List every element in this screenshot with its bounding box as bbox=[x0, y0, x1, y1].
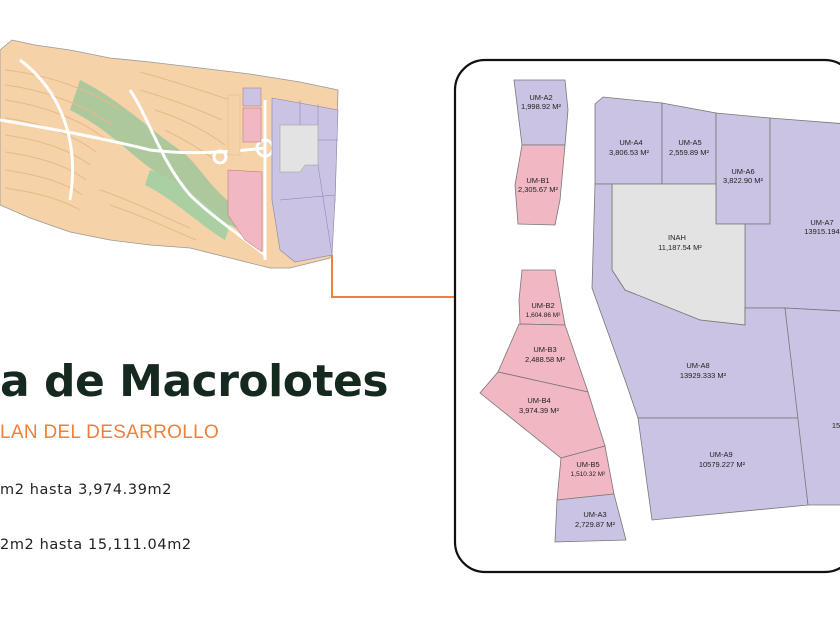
lot-um-b1 bbox=[514, 144, 566, 226]
lot-um-a9-code: UM-A9 bbox=[709, 450, 732, 459]
lot-um-a4-area: 3,806.53 M² bbox=[609, 148, 650, 157]
green-area-lower bbox=[145, 170, 230, 240]
lot-um-a8-area: 13929.333 M² bbox=[680, 371, 727, 380]
lot-um-a6-code: UM-A6 bbox=[731, 167, 754, 176]
lot-um-a2 bbox=[513, 79, 569, 146]
lot-partial-right bbox=[784, 307, 840, 506]
commercial-lots bbox=[227, 87, 263, 253]
lot-um-a5-area: 2,559.89 M² bbox=[669, 148, 710, 157]
lot-um-b3-area: 2,488.58 M² bbox=[525, 355, 566, 364]
lot-um-b1-code: UM-B1 bbox=[526, 176, 549, 185]
lot-um-a3-area: 2,729.87 M² bbox=[575, 520, 616, 529]
roundabout-2 bbox=[212, 149, 228, 165]
lot-um-b5-code: UM-B5 bbox=[576, 460, 599, 469]
lot-um-a2-area: 1,998.92 M² bbox=[521, 102, 562, 111]
lot-um-b4-area: 3,974.39 M² bbox=[519, 406, 560, 415]
lot-um-b1-area: 2,305.67 M² bbox=[518, 185, 559, 194]
lot-um-a8-code: UM-A8 bbox=[686, 361, 709, 370]
lot-inah-area: 11,187.54 M² bbox=[658, 243, 702, 252]
connector-line bbox=[331, 255, 465, 298]
lot-um-a5-code: UM-A5 bbox=[678, 138, 701, 147]
lot-um-b5-area: 1,510.32 M² bbox=[571, 471, 607, 478]
macrolote-dividers bbox=[279, 100, 338, 256]
lot-um-a9-area: 10579.227 M² bbox=[699, 460, 746, 469]
lot-um-a3-code: UM-A3 bbox=[583, 510, 606, 519]
range-mixed: 2m2 hasta 15,111.04m2 bbox=[0, 537, 192, 553]
page-subtitle: LAN DEL DESARROLLO bbox=[0, 422, 220, 443]
green-corridor bbox=[70, 80, 240, 230]
range-commercial: m2 hasta 3,974.39m2 bbox=[0, 482, 173, 498]
lot-um-a7-area: 13915.194 bbox=[804, 227, 839, 236]
lot-um-b2-area: 1,604.86 M² bbox=[526, 312, 562, 319]
lot-um-a2-code: UM-A2 bbox=[529, 93, 552, 102]
page-title: a de Macrolotes bbox=[0, 356, 389, 407]
lot-um-b2-code: UM-B2 bbox=[531, 301, 554, 310]
master-plan-overview bbox=[0, 39, 339, 269]
lot-um-a8 bbox=[591, 183, 801, 419]
residential-block-right bbox=[227, 94, 241, 156]
lot-partial-area: 15 bbox=[832, 421, 840, 430]
lot-um-a7-code: UM-A7 bbox=[810, 218, 833, 227]
lot-inah-code: INAH bbox=[668, 233, 686, 242]
lot-um-a9 bbox=[637, 417, 809, 521]
lot-um-b4-code: UM-B4 bbox=[527, 396, 550, 405]
lot-um-b3-code: UM-B3 bbox=[533, 345, 556, 354]
lot-um-a4-code: UM-A4 bbox=[619, 138, 642, 147]
residential-rows bbox=[4, 69, 231, 241]
lot-um-a3 bbox=[554, 493, 627, 543]
lot-um-a6-area: 3,822.90 M² bbox=[723, 176, 764, 185]
